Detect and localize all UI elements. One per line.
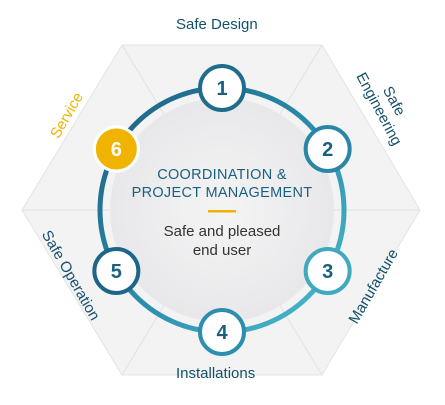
step-5-circle	[92, 247, 141, 295]
step-3-circle	[303, 247, 352, 295]
step-1-number: 1	[216, 78, 227, 100]
step-4-circle	[198, 308, 246, 356]
center-title-line2: PROJECT MANAGEMENT	[131, 185, 313, 202]
step-6-node: 6	[92, 125, 140, 173]
center-subtitle: Safe and pleased end user	[122, 223, 322, 261]
step-1-circle	[198, 64, 246, 112]
center-subtitle-line1: Safe and pleased	[163, 223, 281, 240]
center-subtitle-line2: end user	[192, 241, 252, 259]
step-6-circle	[92, 125, 140, 173]
step-2-number: 2	[322, 139, 333, 161]
step-4-number: 4	[216, 322, 228, 344]
step-4-node: 4	[198, 308, 246, 356]
step-5-node: 5	[92, 247, 141, 295]
step-4-label: Installations	[176, 365, 256, 382]
step-2-circle	[303, 125, 352, 173]
step-5-number: 5	[111, 261, 122, 283]
center-title: COORDINATION & PROJECT MANAGEMENT	[122, 166, 322, 202]
step-1-label: Safe Design	[176, 16, 258, 33]
step-2-node: 2	[303, 125, 352, 173]
step-6-number: 6	[111, 139, 122, 161]
step-nodes: 1 2 3 4 5 6	[92, 64, 352, 356]
center-divider	[208, 210, 236, 213]
step-1-node: 1	[198, 64, 246, 112]
center-title-line1: COORDINATION &	[157, 167, 287, 183]
step-3-node: 3	[303, 247, 352, 295]
step-3-number: 3	[322, 261, 333, 283]
